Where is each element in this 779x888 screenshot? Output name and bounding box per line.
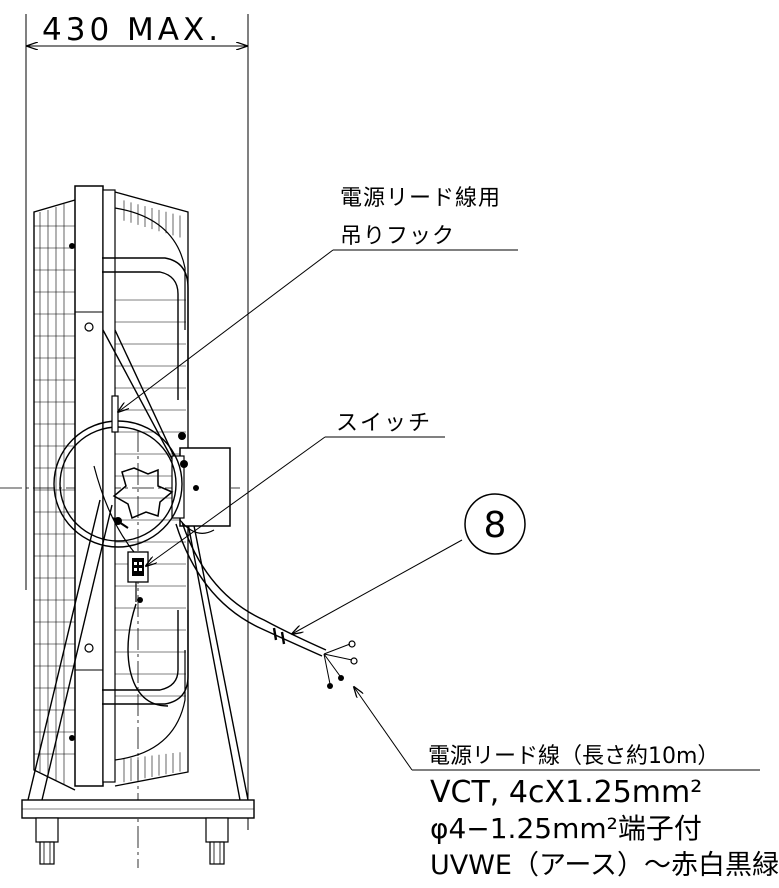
cable-coil xyxy=(53,395,183,553)
cable-label-line3: φ4−1.25mm²端子付 xyxy=(430,812,702,845)
hook-label-line2: 吊りフック xyxy=(340,224,455,249)
cable-label-line1: 電源リード線（長さ約10m） xyxy=(428,744,719,769)
cable-label-line2: VCT, 4cX1.25mm² xyxy=(430,775,702,810)
motor-hub xyxy=(112,432,231,534)
dimension-430: 430 MAX. xyxy=(25,12,249,830)
switch-box xyxy=(127,551,169,707)
part-number-8: 8 xyxy=(484,505,507,546)
hook-label-line1: 電源リード線用 xyxy=(340,186,501,211)
power-lead xyxy=(175,521,358,689)
switch-label: スイッチ xyxy=(336,411,432,436)
part-number-balloon xyxy=(464,493,526,555)
motor-frame xyxy=(69,185,189,787)
casters xyxy=(35,817,229,865)
leader-lines xyxy=(118,249,760,771)
cable-label-line4: UVWE（アース）〜赤白黒緑 xyxy=(430,850,779,881)
rear-guard xyxy=(33,199,76,791)
dimension-text: 430 MAX. xyxy=(42,12,222,48)
